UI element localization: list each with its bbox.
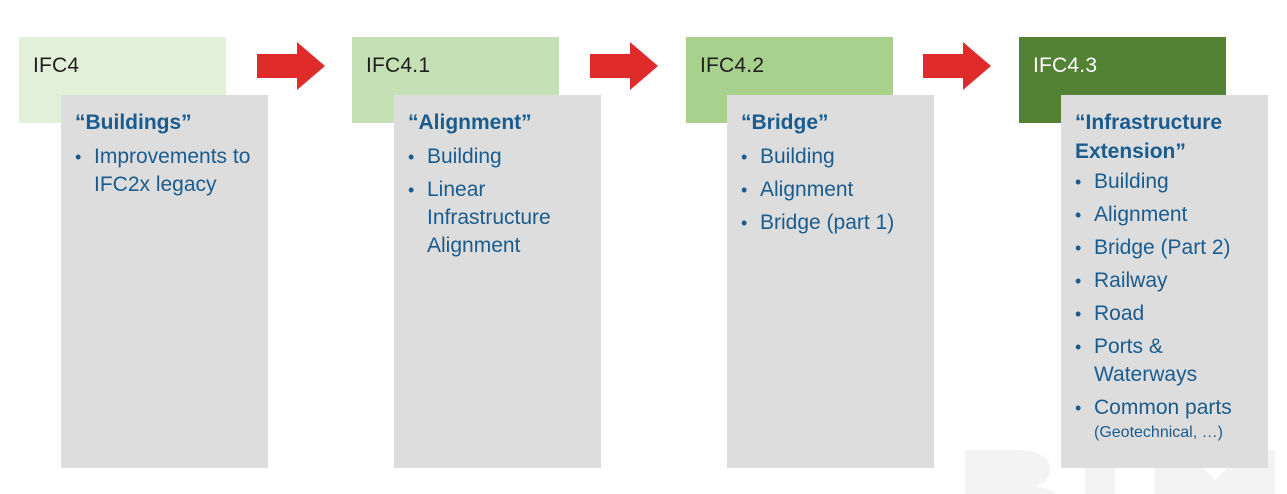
list-item-label: Bridge (part 1) xyxy=(760,211,895,234)
version-label: IFC4.3 xyxy=(1033,54,1098,77)
bullet-icon: • xyxy=(408,147,415,167)
bullet-icon: • xyxy=(1075,238,1082,258)
list-item-label: Ports & Waterways xyxy=(1094,335,1198,386)
version-label: IFC4 xyxy=(33,54,80,77)
list-item: • Linear Infrastructure Alignment xyxy=(408,176,591,260)
bullet-icon: • xyxy=(1075,304,1082,324)
list-item-label: Building xyxy=(760,145,835,168)
bullet-icon: • xyxy=(741,180,748,200)
bullet-icon: • xyxy=(408,180,415,200)
list-item: • Building xyxy=(1075,168,1262,196)
list-item-label: Common parts xyxy=(1094,396,1232,419)
list-item: • Bridge (Part 2) xyxy=(1075,234,1262,262)
bullet-icon: • xyxy=(741,147,748,167)
right-arrow-icon xyxy=(590,42,658,90)
content-box-ifc4-3: “Infrastructure Extension” • Building • Al… xyxy=(1061,95,1268,468)
bullet-icon: • xyxy=(75,147,82,167)
item-list: • Building • Alignment • Bridge (part 1) xyxy=(741,143,924,237)
content-box-ifc4-2: “Bridge” • Building • Alignment • Bridge (p… xyxy=(727,95,934,468)
bullet-icon: • xyxy=(1075,271,1082,291)
item-list: • Building • Alignment • Bridge (Part 2) • R… xyxy=(1075,168,1262,444)
list-item: • Improvements to IFC2x legacy xyxy=(75,143,258,199)
box-title: “Buildings” xyxy=(75,111,192,134)
list-item-label: Building xyxy=(1094,170,1169,193)
list-item: • Alignment xyxy=(741,176,924,204)
list-item: • Road xyxy=(1075,300,1262,328)
box-title: “Alignment” xyxy=(408,111,532,134)
item-list: • Improvements to IFC2x legacy xyxy=(75,143,258,199)
list-item-label: Alignment xyxy=(760,178,854,201)
bullet-icon: • xyxy=(1075,398,1082,418)
content-box-ifc4: “Buildings” • Improvements to IFC2x legac… xyxy=(61,95,268,468)
right-arrow-icon xyxy=(257,42,325,90)
bullet-icon: • xyxy=(1075,172,1082,192)
list-item: • Alignment xyxy=(1075,201,1262,229)
list-item: • Building xyxy=(741,143,924,171)
list-item-label: Bridge (Part 2) xyxy=(1094,236,1231,259)
list-item-label: Improvements to IFC2x legacy xyxy=(94,145,251,196)
right-arrow-icon xyxy=(923,42,991,90)
list-item-label: Railway xyxy=(1094,269,1168,292)
list-item: • Ports & Waterways xyxy=(1075,333,1262,389)
box-title: “Infrastructure Extension” xyxy=(1075,111,1223,163)
list-item: • Bridge (part 1) xyxy=(741,209,924,237)
version-label: IFC4.2 xyxy=(700,54,765,77)
item-list: • Building • Linear Infrastructure Alignme… xyxy=(408,143,591,260)
list-item: • Common parts (Geotechnical, …) xyxy=(1075,394,1262,444)
list-item-label: Road xyxy=(1094,302,1145,325)
list-item: • Building xyxy=(408,143,591,171)
content-box-ifc4-1: “Alignment” • Building • Linear Infrastruc… xyxy=(394,95,601,468)
list-item: • Railway xyxy=(1075,267,1262,295)
list-item-label: Linear Infrastructure Alignment xyxy=(427,178,551,257)
box-title: “Bridge” xyxy=(741,111,829,134)
list-item-label: Building xyxy=(427,145,502,168)
list-item-note: (Geotechnical, …) xyxy=(1094,424,1223,441)
list-item-label: Alignment xyxy=(1094,203,1188,226)
bullet-icon: • xyxy=(1075,205,1082,225)
version-label: IFC4.1 xyxy=(366,54,431,77)
bullet-icon: • xyxy=(1075,337,1082,357)
bullet-icon: • xyxy=(741,213,748,233)
